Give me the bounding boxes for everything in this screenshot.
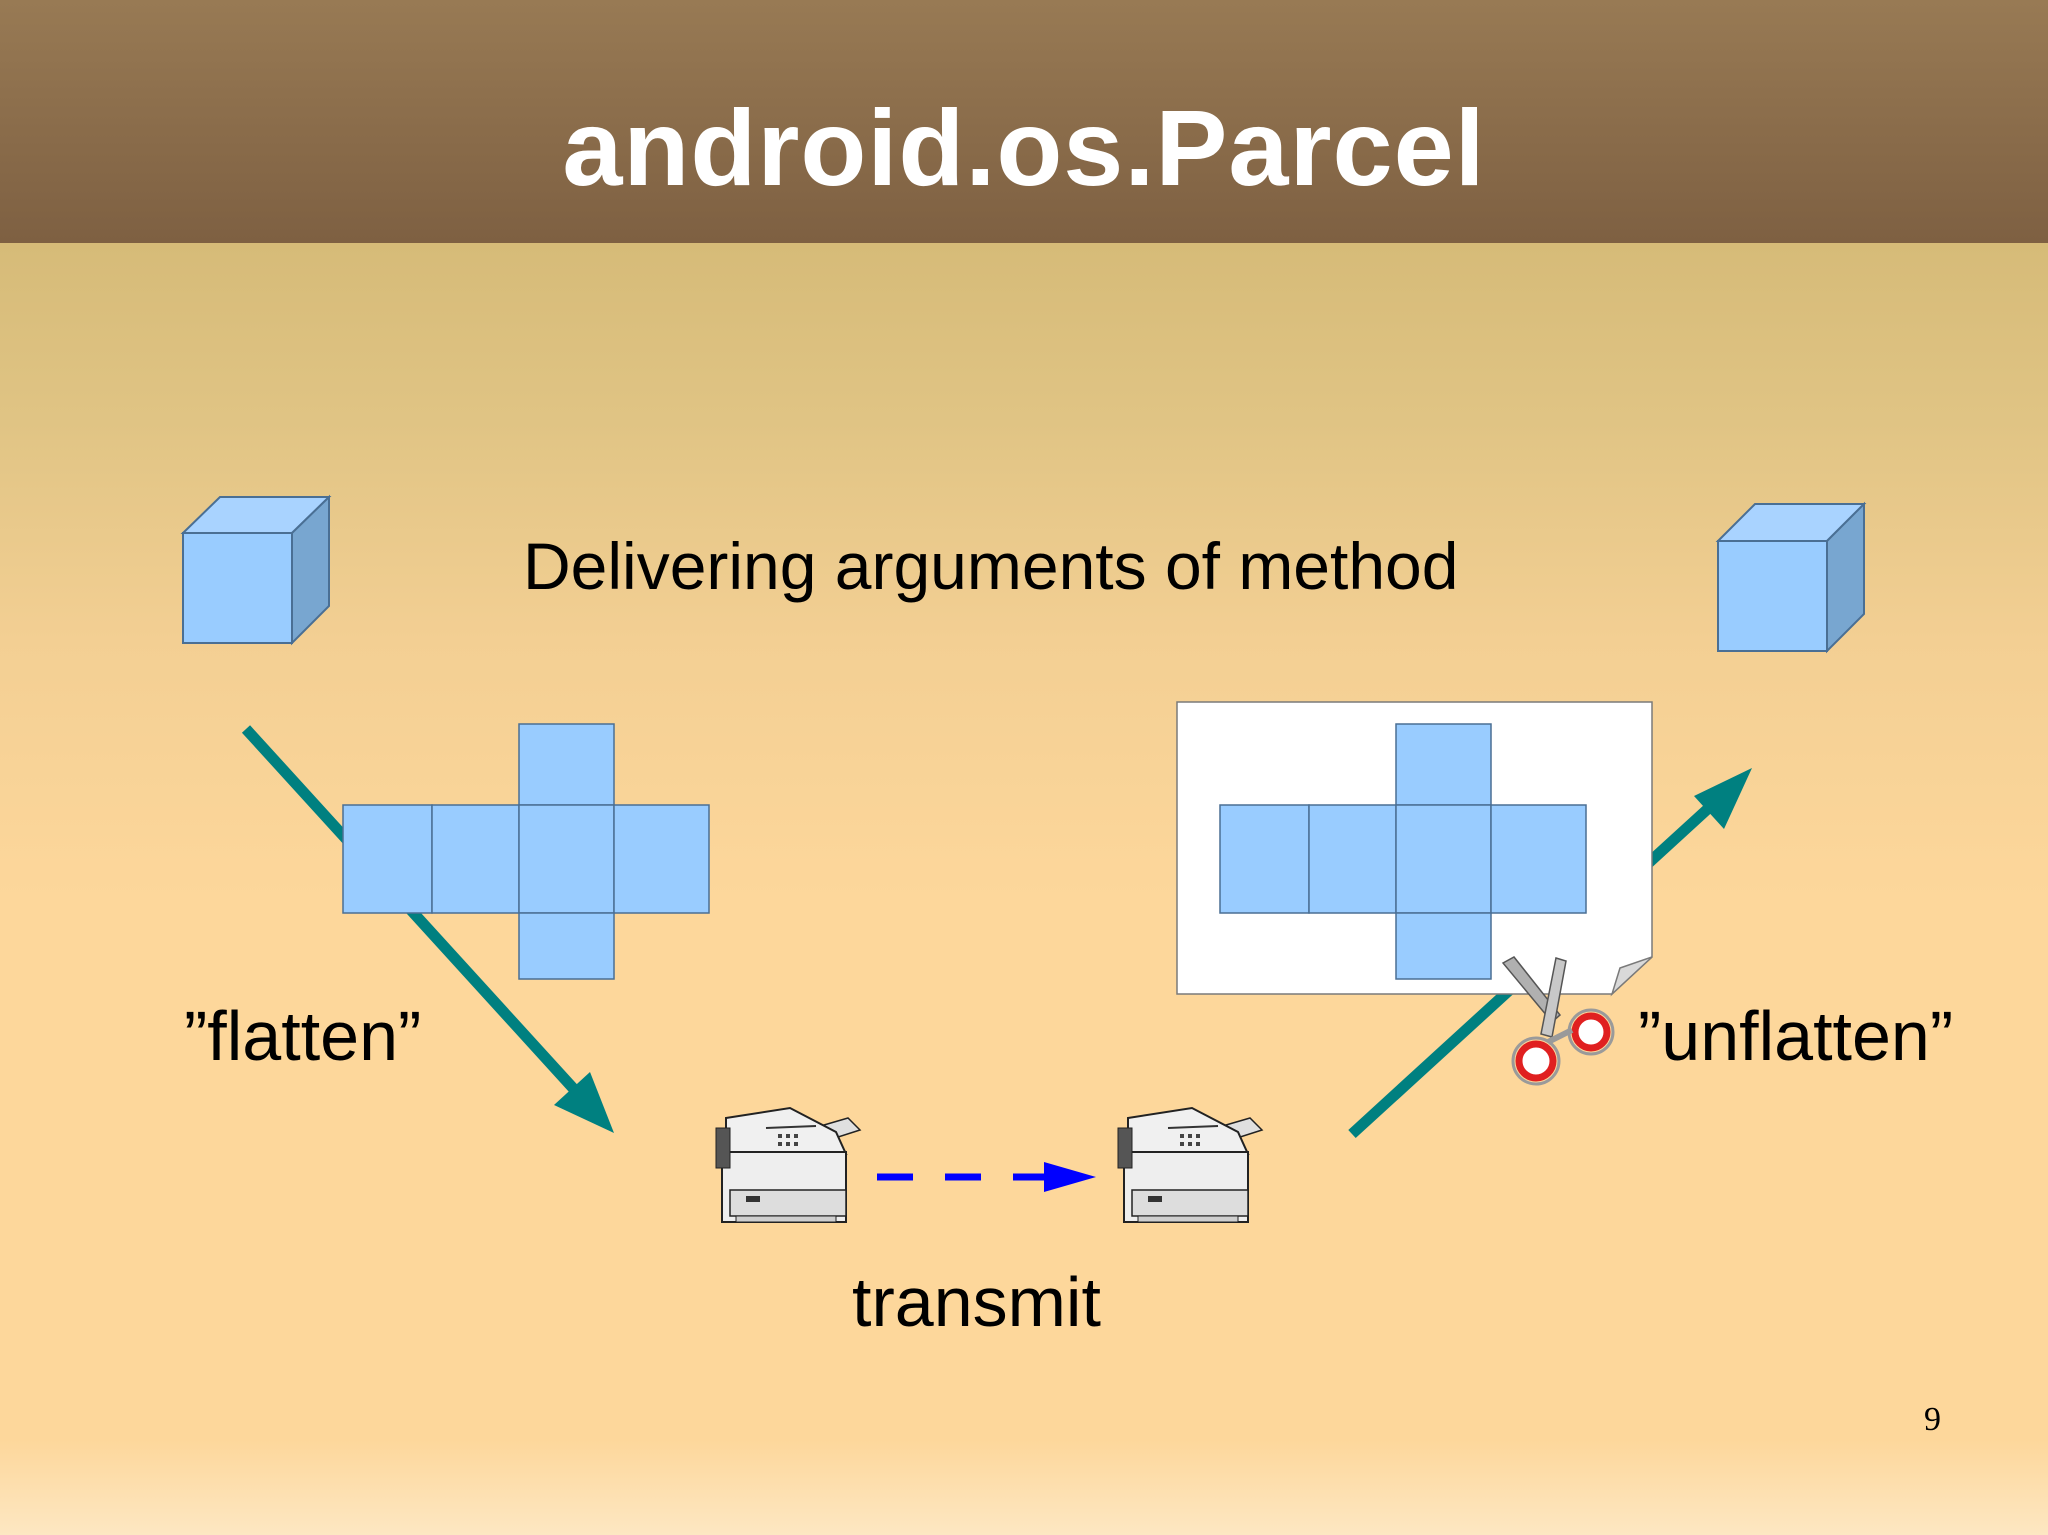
fax-machine-icon — [715, 1106, 862, 1223]
unflatten-label: ”unflatten” — [1638, 997, 1954, 1075]
fax-machine-icon — [1117, 1106, 1264, 1223]
title-bar — [0, 0, 2048, 243]
slide-title: android.os.Parcel — [562, 87, 1486, 208]
transmit-label: transmit — [852, 1263, 1101, 1341]
cube-net-icon — [342, 723, 710, 980]
transmit-arrow — [877, 1162, 1096, 1192]
result-cube-icon — [1715, 501, 1867, 654]
page-number: 9 — [1924, 1401, 1941, 1438]
scissors-icon — [1501, 956, 1615, 1086]
flatten-label: ”flatten” — [184, 997, 422, 1075]
diagram-subtitle: Delivering arguments of method — [523, 529, 1459, 603]
source-cube-icon — [180, 494, 332, 646]
cube-net-on-paper-icon — [1219, 723, 1587, 980]
